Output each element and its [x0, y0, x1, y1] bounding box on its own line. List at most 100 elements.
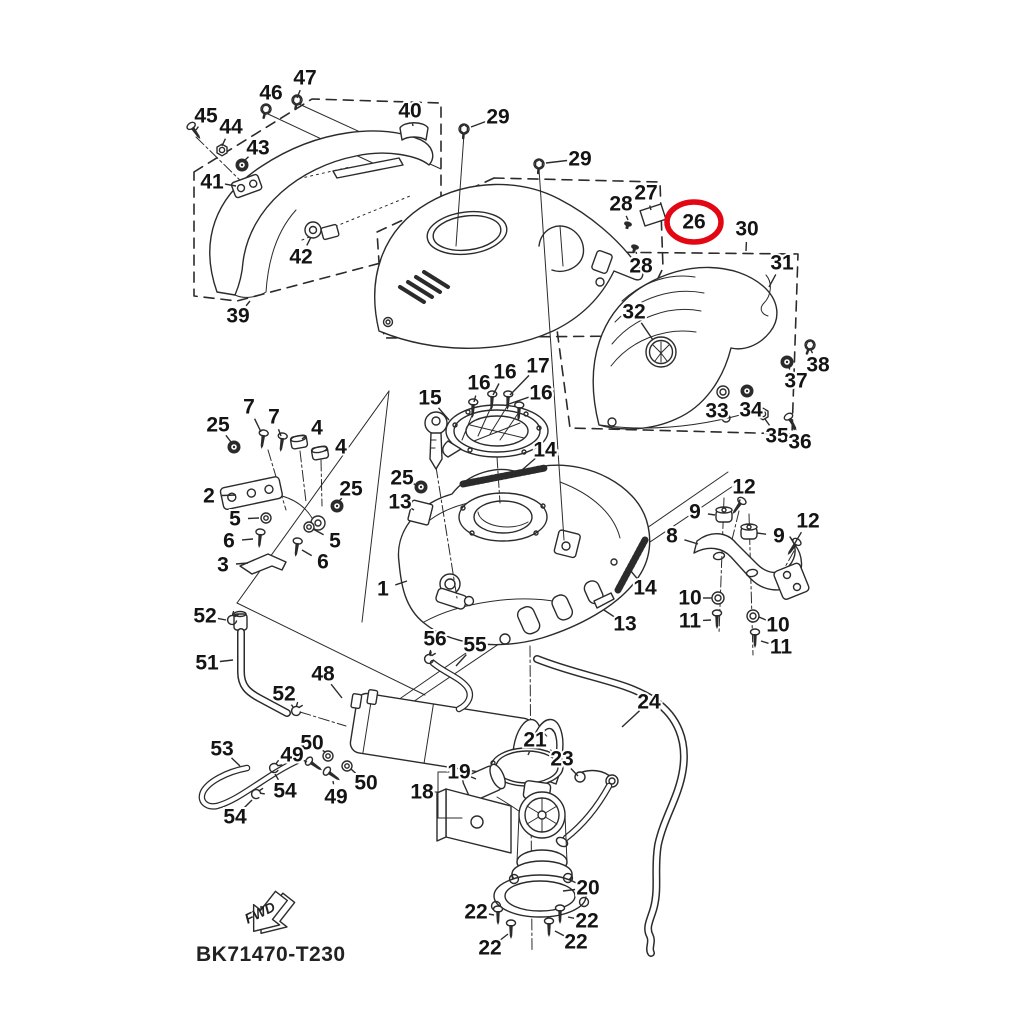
part-number: 21	[523, 729, 547, 752]
part-number: 5	[329, 530, 341, 553]
part-code: BK71470-T230	[196, 943, 346, 966]
leader-line	[224, 183, 237, 187]
fuel-tank-drawing	[397, 464, 651, 646]
part-number: 36	[788, 431, 811, 454]
leader-line	[794, 531, 803, 544]
part-number: 22	[564, 931, 587, 954]
part-number: 40	[398, 100, 421, 123]
part-number: 53	[210, 738, 233, 761]
leader-line	[243, 799, 253, 809]
part-number: 7	[243, 396, 255, 419]
part-number: 14	[633, 577, 657, 600]
leader-line	[277, 428, 282, 437]
highlight-circle	[664, 199, 724, 245]
part-number: 34	[739, 399, 763, 422]
leader-line	[505, 396, 529, 406]
part-number: 32	[622, 301, 645, 324]
leader-line	[330, 683, 343, 699]
leader-line	[684, 539, 699, 545]
part-number: 22	[478, 937, 501, 960]
leader-line	[554, 930, 565, 937]
part-number: 37	[784, 370, 807, 393]
leader-line	[545, 159, 568, 164]
leader-line	[303, 759, 308, 763]
part-number: 42	[289, 246, 312, 269]
part-number: 12	[732, 476, 755, 499]
leader-line	[567, 916, 575, 919]
leader-line	[787, 365, 791, 370]
part-number: 7	[268, 406, 280, 429]
leader-line	[758, 616, 767, 621]
part-number: 31	[770, 252, 794, 275]
part-number: 16	[529, 382, 552, 405]
leader-line	[225, 434, 232, 443]
leader-line	[756, 532, 767, 535]
leader-line	[219, 659, 234, 663]
part-number: 19	[447, 761, 470, 784]
part-number: 8	[666, 525, 678, 548]
leader-line	[253, 418, 262, 433]
part-number: 49	[324, 786, 347, 809]
part-number: 56	[423, 628, 446, 651]
part-number: 11	[679, 610, 702, 633]
vapor-hose-drawing	[429, 659, 473, 713]
leader-line	[296, 89, 301, 99]
part-number: 4	[335, 436, 347, 459]
leader-line	[470, 120, 487, 128]
part-number: 29	[486, 106, 509, 129]
part-number: 41	[200, 171, 224, 194]
leader-line	[455, 654, 467, 667]
part-number: 9	[689, 501, 701, 524]
part-number: 46	[259, 82, 282, 105]
part-number: 45	[194, 105, 218, 128]
part-number: 2	[203, 485, 215, 508]
leader-line	[231, 757, 241, 767]
part-number: 13	[388, 491, 411, 514]
leader-line	[429, 651, 432, 657]
part-number: 11	[770, 636, 793, 659]
part-number: 39	[226, 305, 249, 328]
leader-line	[312, 528, 324, 536]
part-number: 29	[568, 148, 591, 171]
leader-line	[562, 888, 576, 892]
part-number: 5	[229, 508, 241, 531]
leader-line	[570, 768, 579, 777]
left-cover-drawing	[209, 130, 434, 298]
part-number: 50	[300, 732, 323, 755]
part-number: 54	[223, 806, 247, 829]
leader-line	[488, 913, 495, 916]
leader-line	[738, 499, 741, 504]
leader-line	[323, 449, 329, 452]
part-number: 50	[354, 772, 377, 795]
part-number: 44	[219, 116, 243, 139]
part-number: 28	[629, 255, 653, 278]
leader-line	[521, 457, 536, 471]
leader-line	[492, 383, 500, 396]
right-bracket-drawing	[693, 533, 810, 600]
leader-line	[350, 768, 357, 775]
leader-line	[301, 549, 313, 557]
part-number: 33	[705, 400, 728, 423]
leader-line	[603, 609, 615, 618]
leader-line	[810, 349, 814, 354]
part-number: 47	[293, 67, 316, 90]
part-number: 9	[773, 525, 785, 548]
part-number: 22	[464, 901, 487, 924]
part-number: 28	[609, 193, 633, 216]
leader-line	[707, 513, 716, 516]
leader-line	[241, 538, 254, 541]
leader-line	[629, 569, 638, 579]
part-number: 17	[526, 355, 549, 378]
leader-line	[764, 418, 771, 426]
part-number: 22	[575, 910, 598, 933]
bolt-axis-lines	[455, 133, 565, 541]
part-number: 18	[410, 781, 434, 804]
leader-line	[221, 138, 227, 147]
part-number: 23	[550, 748, 573, 771]
part-number: 27	[634, 182, 657, 205]
fwd-arrow	[252, 890, 296, 934]
right-cover-drawing	[592, 266, 778, 430]
part-number: 3	[217, 554, 229, 577]
